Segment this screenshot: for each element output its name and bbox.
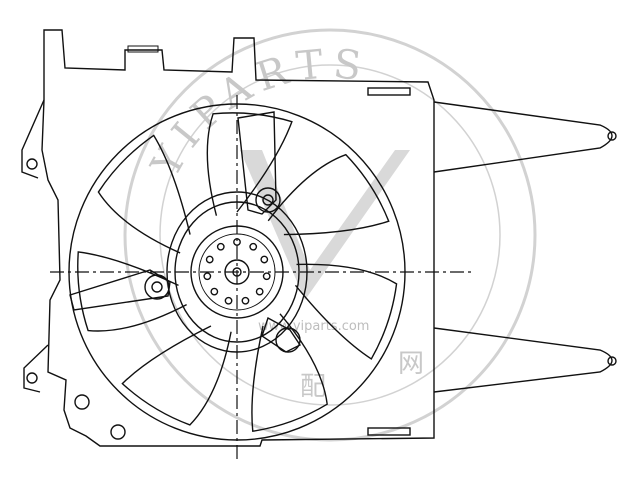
mount-hole-left-lower (26, 372, 38, 384)
fan-blade (206, 112, 293, 216)
strut-upper-right (237, 111, 277, 215)
hub-bolt (205, 255, 214, 264)
hub-bolt (241, 296, 250, 305)
motor-mount-plate-inner (174, 201, 300, 343)
fan-blades (77, 112, 398, 433)
hub-bolt (255, 287, 264, 296)
bracket-lug-left (144, 274, 170, 300)
arm-lower (433, 327, 613, 393)
fan-blade (267, 153, 390, 236)
hub-bolt (249, 242, 258, 251)
hub-center-shaft (232, 267, 242, 277)
watermark-cjk-bottom: 配 (300, 372, 326, 402)
mounting-arms (433, 101, 617, 393)
hub-center-boss (224, 259, 250, 285)
fan-shroud (21, 29, 435, 447)
arm-upper-hole (607, 131, 617, 141)
motor-mount-plate (166, 191, 308, 353)
mount-hole-bottom-a (74, 394, 90, 410)
hub-bolts (203, 238, 271, 305)
shroud-outline (41, 29, 435, 447)
watermark: YIPARTS www.yiparts.com 网 配 (123, 28, 537, 442)
watermark-check-logo (240, 150, 410, 300)
shroud-slot-top (367, 87, 411, 96)
fan-hub (190, 225, 284, 319)
shroud-slot-bottom (367, 427, 411, 436)
bracket-lug-right (275, 327, 301, 353)
watermark-inner-ring (159, 64, 501, 406)
arm-lower-hole (607, 356, 617, 366)
hub-bolt (262, 272, 271, 281)
hub-bolt (203, 272, 212, 281)
hub-bolt (260, 255, 269, 264)
mount-hole-left-upper (26, 158, 38, 170)
shroud-top-tab (127, 45, 159, 53)
hub-bolt-circle (198, 233, 276, 311)
bracket-lug-top (255, 187, 281, 213)
arm-upper (433, 101, 613, 173)
hub-bolt (224, 296, 233, 305)
hub-outer (190, 225, 284, 319)
fan-blade (294, 263, 398, 360)
bracket-lug-left-hole (151, 281, 163, 293)
watermark-outer-ring (123, 28, 537, 442)
fan-blade (251, 313, 328, 433)
mount-hole-bottom-b (110, 424, 126, 440)
hub-bolt (216, 242, 225, 251)
centerlines (50, 95, 472, 460)
shroud-left-lower-ear (23, 344, 49, 393)
bracket-lug-top-hole (262, 194, 274, 206)
motor-bracket (69, 111, 308, 353)
hub-bolt (233, 238, 241, 246)
watermark-cjk-right: 网 (398, 349, 424, 379)
fan-blade (97, 134, 191, 254)
shroud-left-ear (21, 99, 45, 179)
fan-blade (121, 325, 232, 426)
strut-left (69, 269, 171, 311)
hub-bolt (210, 287, 219, 296)
